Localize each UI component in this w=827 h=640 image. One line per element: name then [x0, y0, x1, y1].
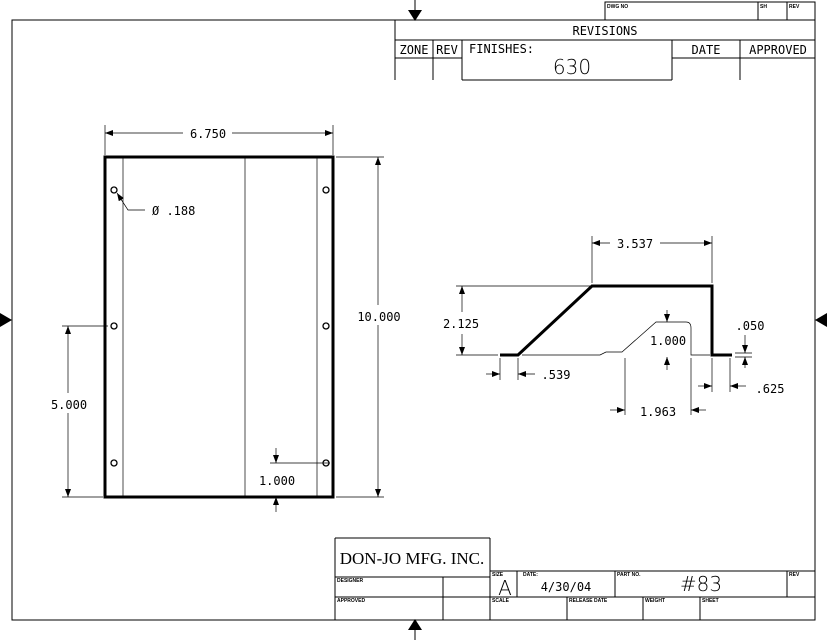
part-no-value: #83 — [680, 572, 722, 596]
company-name: DON-JO MFG. INC. — [340, 549, 485, 568]
drawing-number-box: DWG NO SH REV — [604, 1, 816, 20]
right-flange-dimension: .625 — [756, 382, 785, 396]
hole-diameter: Ø .188 — [152, 204, 195, 218]
weight-label: WEIGHT — [645, 598, 665, 604]
plan-view: 6.750 10.000 5.000 1.000 Ø .188 — [51, 125, 401, 512]
rev-header: REV — [436, 43, 458, 57]
mounting-holes — [110, 186, 330, 467]
edge-dimension: 1.000 — [259, 474, 295, 488]
dwg-no-label: DWG NO — [607, 4, 628, 10]
title-block: DON-JO MFG. INC. DESIGNER APPROVED SIZE … — [334, 537, 815, 620]
sheet-label: SHEET — [702, 598, 719, 604]
part-no-label: PART NO. — [617, 572, 641, 578]
date-header: DATE — [692, 43, 721, 57]
revisions-table: REVISIONS ZONE REV FINISHES: 630 DATE AP… — [394, 20, 815, 81]
hole-offset-dimension: 5.000 — [51, 398, 87, 412]
height-dimension: 10.000 — [357, 310, 400, 324]
profile-view: 3.537 2.125 1.000 .050 .539 1.963 .6 — [443, 236, 785, 419]
designer-label: DESIGNER — [337, 578, 364, 584]
release-date-label: RELEASE DATE — [569, 598, 608, 604]
top-width-dimension: 3.537 — [617, 237, 653, 251]
zone-header: ZONE — [400, 43, 429, 57]
finishes-value: 630 — [553, 55, 591, 79]
finishes-label: FINISHES: — [469, 42, 534, 56]
approved-label: APPROVED — [337, 598, 365, 604]
height-dimension-profile: 2.125 — [443, 317, 479, 331]
rev-label: REV — [789, 4, 800, 10]
approved-header: APPROVED — [749, 43, 807, 57]
date-value: 4/30/04 — [541, 580, 592, 594]
thickness-dimension: .050 — [736, 319, 765, 333]
width-dimension: 6.750 — [190, 127, 226, 141]
size-label: SIZE — [492, 572, 504, 578]
inner-height-dimension: 1.000 — [650, 334, 686, 348]
date-label: DATE: — [523, 572, 538, 578]
revisions-title: REVISIONS — [572, 24, 637, 38]
scale-label: SCALE — [492, 598, 510, 604]
drawing-border — [11, 19, 816, 621]
inner-width-dimension: 1.963 — [640, 405, 676, 419]
sh-label: SH — [760, 4, 767, 10]
left-flange-dimension: .539 — [542, 368, 571, 382]
rev-label-title: REV — [789, 572, 800, 578]
size-value: A — [498, 576, 512, 600]
